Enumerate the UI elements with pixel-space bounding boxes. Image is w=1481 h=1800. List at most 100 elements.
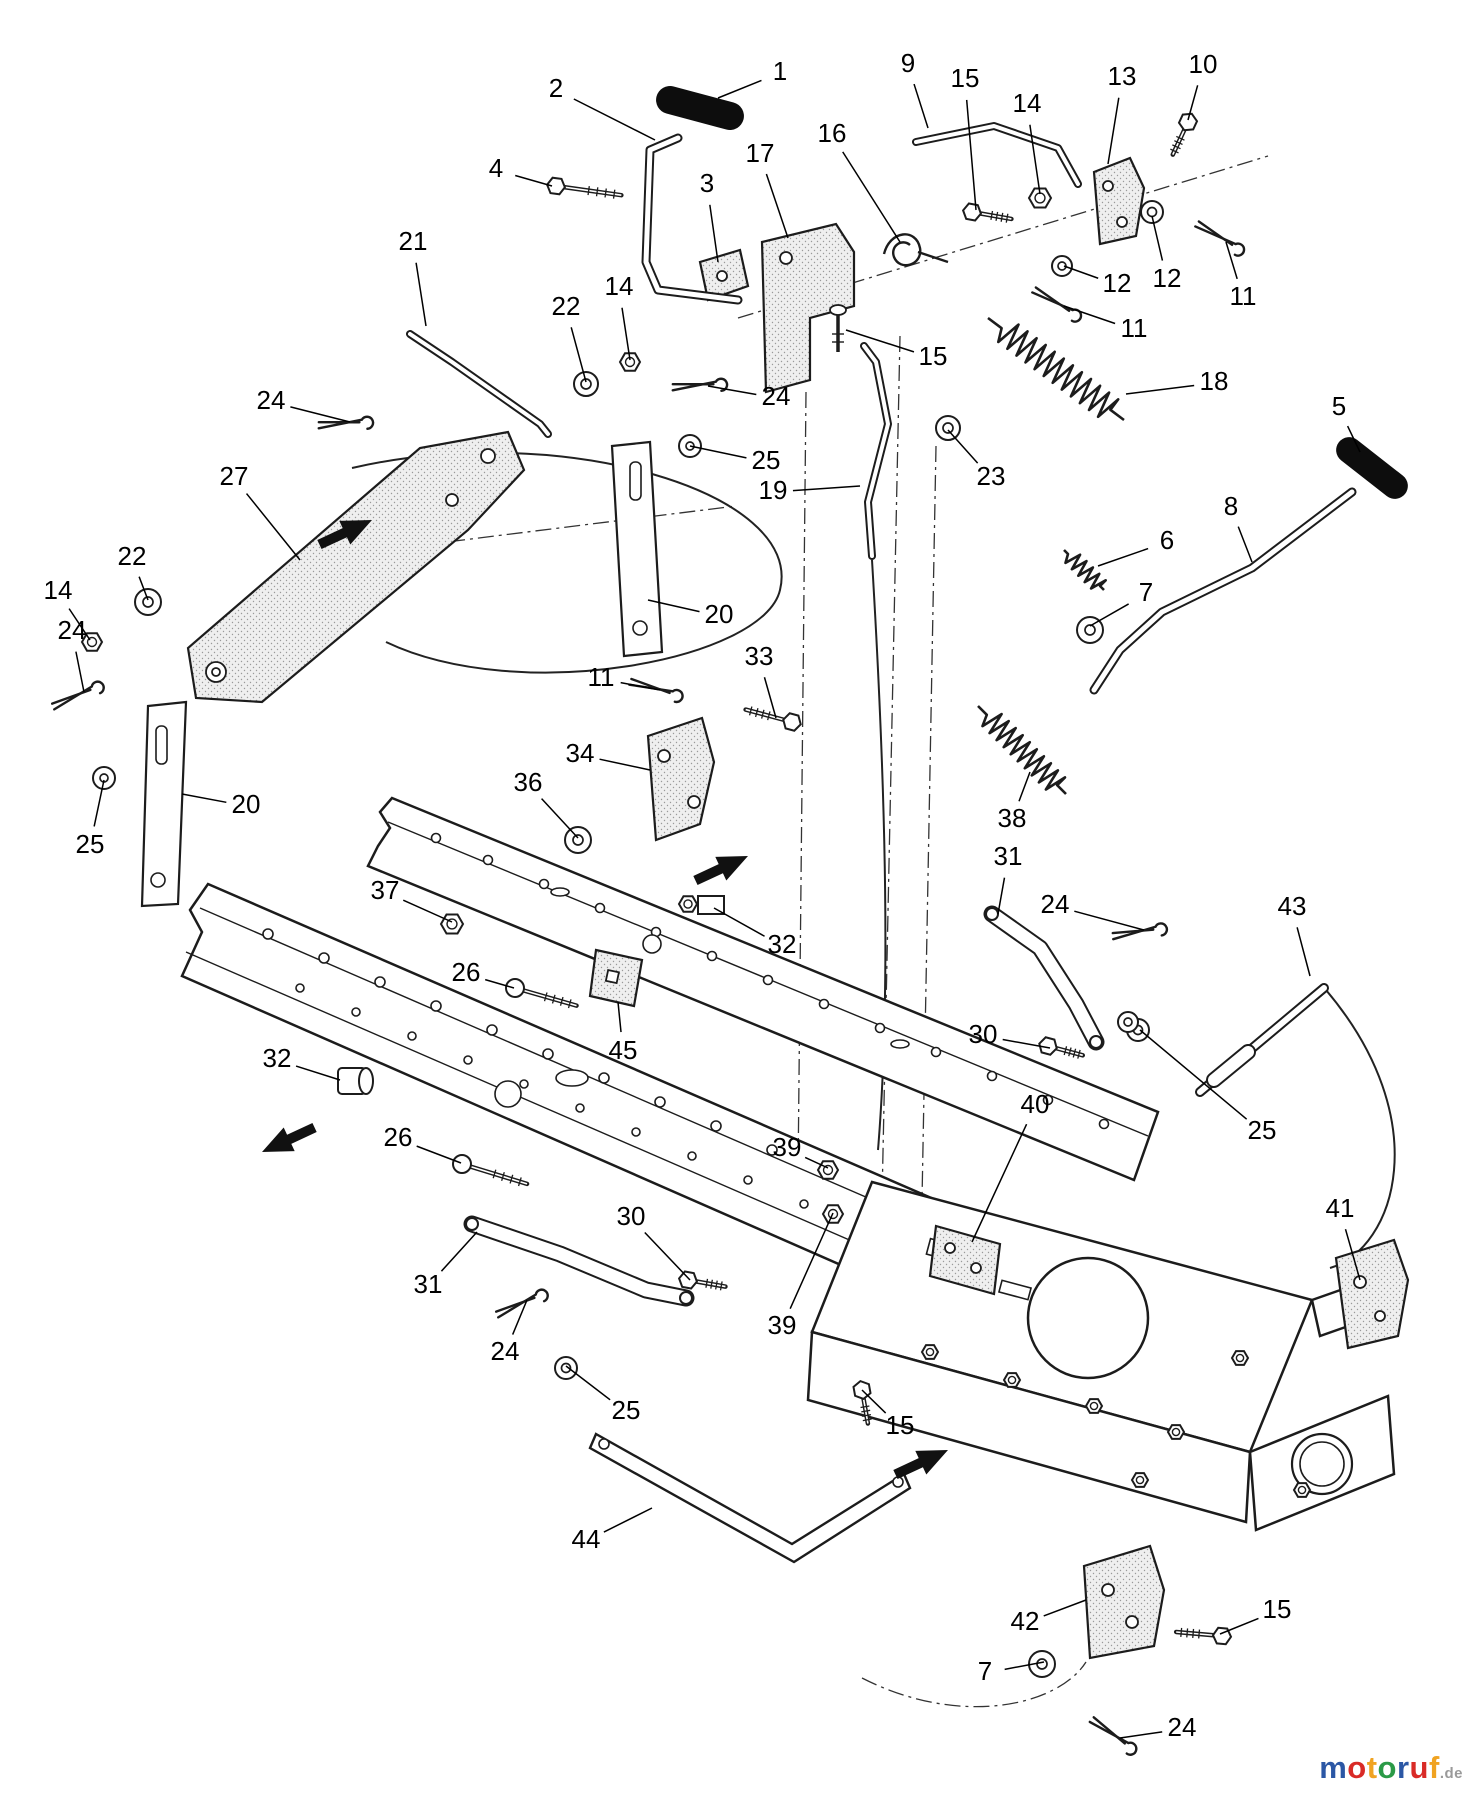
logo-letter: m: [1319, 1750, 1348, 1785]
hex-nut: [1027, 187, 1053, 209]
cotter-pin: [317, 415, 375, 430]
direction-arrow: [317, 520, 372, 550]
leader-line: [709, 204, 719, 263]
callout-label: 34: [566, 738, 595, 768]
fasteners: [80, 112, 1312, 1678]
callout-label: 11: [1230, 281, 1257, 311]
callout-label: 5: [1332, 391, 1346, 421]
hex-nut: [816, 1160, 840, 1180]
thread-tick: [1186, 1628, 1189, 1638]
cotter-pin: [628, 677, 684, 704]
hex-nut-hole: [822, 1164, 834, 1176]
leader-line: [845, 329, 915, 353]
lever-pivot-hole: [465, 1217, 479, 1231]
callout-label: 19: [759, 475, 788, 505]
leader-line: [570, 327, 587, 383]
leader-line: [181, 793, 227, 804]
thread-tick: [1068, 1047, 1072, 1057]
callout-label: 15: [951, 63, 980, 93]
leader-line: [1151, 215, 1164, 261]
callout-label: 24: [1041, 889, 1070, 919]
leader-line: [1063, 305, 1116, 325]
leader-line: [440, 1231, 478, 1272]
thread-tick: [1198, 1629, 1201, 1639]
callout-label: 25: [752, 445, 781, 475]
thread-tick: [710, 1279, 713, 1289]
hex-nut-hole: [1089, 1401, 1099, 1411]
thread-tick: [705, 1278, 709, 1288]
hex-nut: [439, 913, 465, 935]
thread-tick: [860, 1405, 870, 1409]
leader-line: [717, 79, 762, 99]
thread-tick: [1176, 135, 1185, 141]
callout-label: 3: [700, 168, 714, 198]
lever-pivot-hole: [679, 1291, 693, 1305]
rod-core: [408, 332, 550, 436]
direction-arrows: [262, 520, 948, 1480]
thread-tick: [492, 1169, 497, 1179]
leader-line: [1125, 384, 1195, 395]
washer-hole: [560, 1362, 572, 1374]
leader-line: [75, 651, 85, 693]
lever-pivot-hole: [985, 907, 999, 921]
logo-letter: f: [1428, 1750, 1440, 1785]
thread-tick: [754, 708, 759, 718]
hex-nut-hole: [925, 1347, 935, 1357]
leader-line: [573, 98, 656, 141]
carriage-bolt-head: [505, 978, 525, 998]
cotter-pin: [494, 1288, 549, 1319]
logo-letter: r: [1396, 1750, 1410, 1785]
leader-line: [484, 978, 515, 989]
callout-label: 32: [263, 1043, 292, 1073]
thread-tick: [767, 711, 771, 721]
washer-hole: [142, 596, 154, 608]
rod: [860, 342, 892, 560]
leader-line: [965, 99, 977, 211]
motoruf-logo: motoruf.de: [1319, 1750, 1463, 1786]
callout-label: 12: [1103, 268, 1132, 298]
washer-hole: [1036, 1658, 1048, 1670]
thread-tick: [587, 186, 590, 196]
coil-spring: [987, 316, 1125, 422]
hanger-bracket-27: [186, 430, 526, 704]
washer-hole: [580, 378, 592, 390]
leader-line: [861, 1389, 887, 1414]
callout-label: 7: [978, 1656, 992, 1686]
thread-tick: [559, 996, 564, 1006]
thread-tick: [1172, 144, 1181, 150]
bracket-34: [646, 716, 716, 842]
callout-label: 32: [768, 929, 797, 959]
washer-hole: [1146, 206, 1158, 218]
logo-word: motoruf: [1319, 1750, 1440, 1785]
callout-label: 33: [745, 641, 774, 671]
leader-line: [1089, 603, 1130, 627]
leader-line: [1043, 1599, 1087, 1617]
leader-line: [416, 1145, 462, 1164]
hex-nut: [1292, 1482, 1312, 1498]
thread-tick: [1063, 1046, 1068, 1056]
leader-line: [138, 576, 149, 601]
washer-hole: [1123, 1017, 1133, 1027]
handle-grip: [1336, 437, 1408, 499]
leader-line: [290, 406, 351, 423]
leader-line: [689, 445, 747, 459]
leader-line: [93, 779, 105, 827]
cotter-pin: [1088, 1716, 1138, 1756]
direction-arrow: [262, 1122, 317, 1152]
bracket-holes: [205, 180, 1386, 1629]
callout-label: 45: [609, 1035, 638, 1065]
bracket-42: [1082, 1544, 1166, 1660]
thread-tick: [1174, 140, 1183, 146]
callout-label: 30: [969, 1019, 998, 1049]
cotter-pin: [1194, 220, 1246, 257]
callout-label: 12: [1153, 263, 1182, 293]
callout-label: 26: [384, 1122, 413, 1152]
callout-label: 13: [1108, 61, 1137, 91]
callout-label: 24: [1168, 1712, 1197, 1742]
thread-tick: [551, 994, 556, 1004]
callout-label: 20: [705, 599, 734, 629]
callout-label: 4: [489, 153, 503, 183]
leader-line: [1074, 910, 1145, 931]
handle-grips: [656, 85, 1408, 499]
lever-pivot-hole: [1089, 1035, 1103, 1049]
